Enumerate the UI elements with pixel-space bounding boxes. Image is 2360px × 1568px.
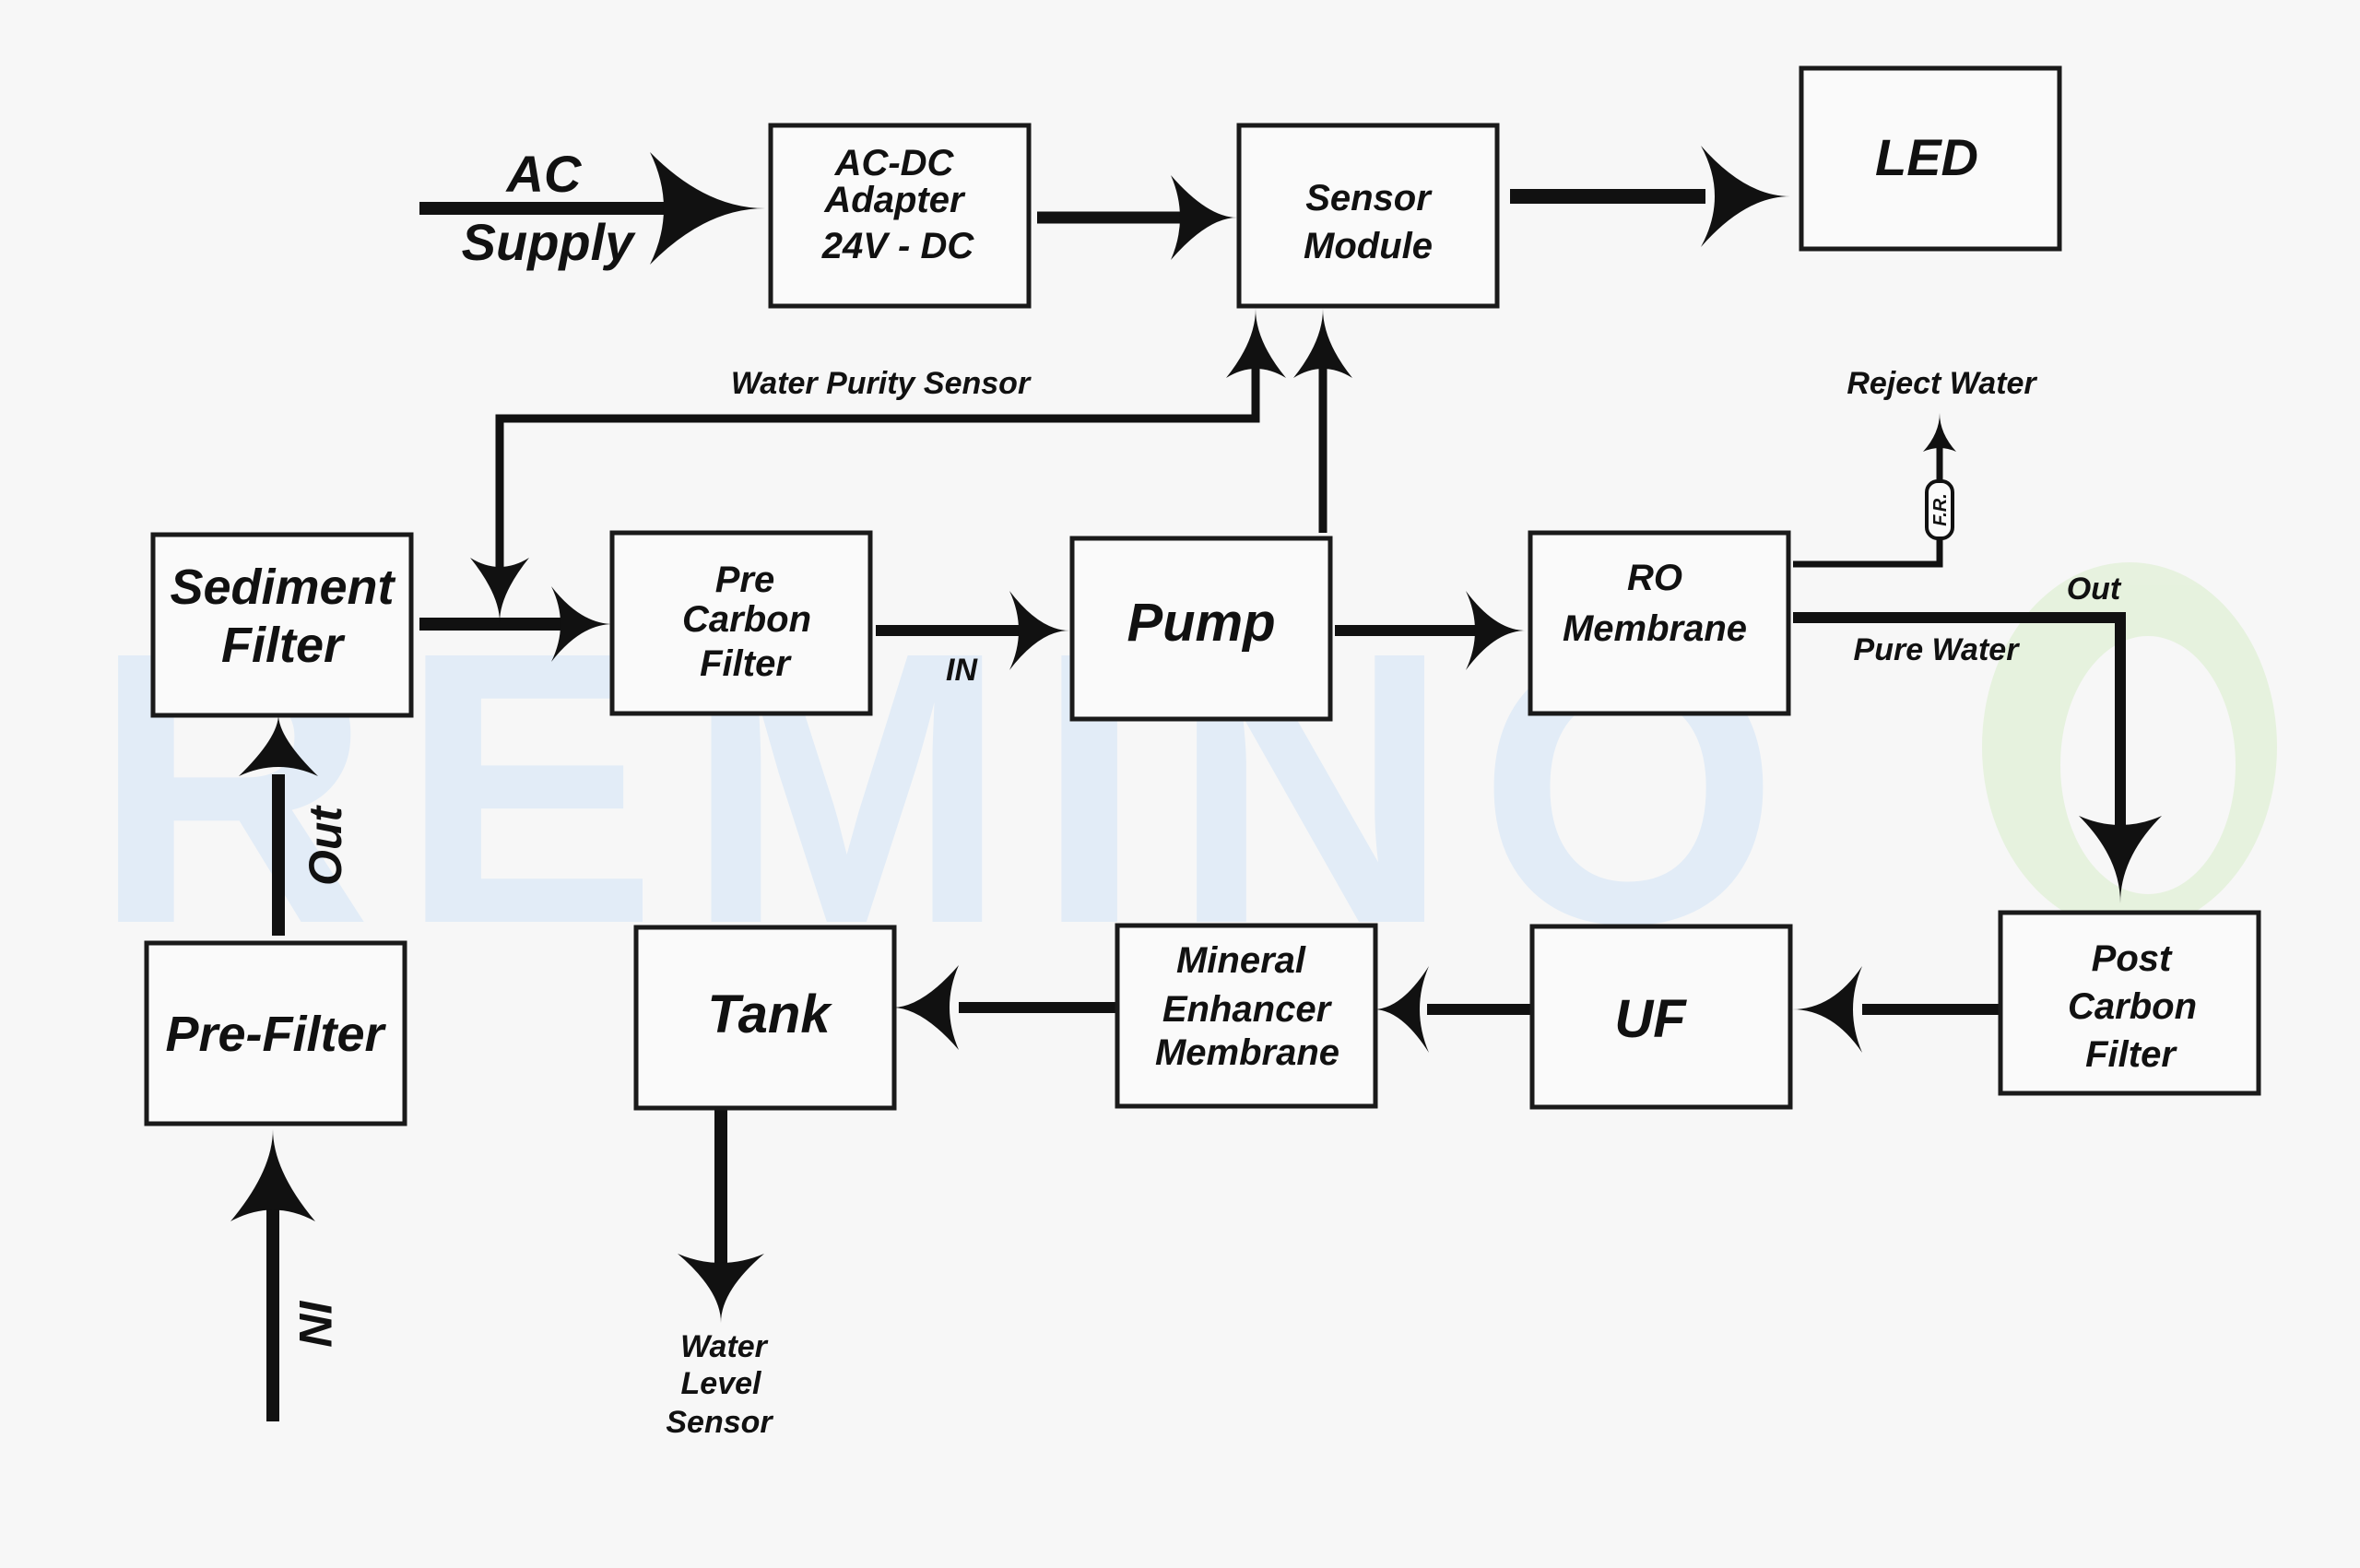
arrowhead-up-icon — [239, 714, 318, 776]
block-label: Sediment — [170, 560, 395, 615]
block-label: Module — [1304, 226, 1433, 266]
block-label: Filter — [700, 643, 792, 684]
pump-in-label: IN — [946, 653, 978, 688]
block-label: Pre-Filter — [165, 1007, 386, 1062]
block-pre-filter: Pre-Filter — [144, 940, 407, 1126]
arrowhead-down-icon — [2079, 816, 2162, 903]
block-label: AC-DC — [834, 143, 955, 183]
block-label: Pre — [715, 560, 775, 600]
supply-label: Supply — [462, 213, 637, 271]
flow-restrictor: F.R. — [1925, 479, 1954, 540]
block-label: Adapter — [823, 180, 966, 220]
block-label: Filter — [2085, 1034, 2177, 1075]
connector-lines — [266, 189, 2126, 1421]
block-label: 24V - DC — [821, 226, 975, 266]
arrowhead-right-icon — [1701, 146, 1790, 247]
arrowhead-down-icon — [678, 1254, 764, 1323]
block-uf: UF — [1529, 924, 1793, 1110]
arrowhead-right-icon — [1171, 175, 1237, 260]
prefilter-out-label: Out — [300, 805, 351, 886]
flow-labels: AC Supply Water Purity Sensor Reject Wat… — [289, 145, 2122, 1440]
pure-water-label: Pure Water — [1854, 632, 2021, 667]
block-pump: Pump — [1069, 536, 1333, 722]
arrowhead-up-icon — [1293, 309, 1352, 378]
arrowhead-up-icon — [1226, 309, 1286, 378]
block-label: UF — [1614, 989, 1687, 1049]
block-mineral-enhancer-membrane: Mineral Enhancer Membrane — [1115, 923, 1378, 1109]
arrowhead-down-icon — [470, 558, 529, 622]
watermark: REMINO — [92, 562, 2277, 1005]
reject-water-line — [1793, 444, 1943, 568]
block-ac-dc-adapter: AC-DC Adapter 24V - DC — [768, 123, 1032, 309]
arrowhead-up-icon — [1923, 413, 1956, 452]
water-purity-sensor-line — [495, 364, 1260, 572]
block-post-carbon-filter: Post Carbon Filter — [1998, 910, 2261, 1096]
arrowhead-left-icon — [892, 965, 959, 1050]
block-label: Enhancer — [1162, 989, 1333, 1030]
block-sediment-filter: Sediment Filter — [150, 532, 414, 718]
ro-out-label: Out — [2067, 572, 2122, 607]
block-label: Mineral — [1176, 940, 1306, 981]
block-label: Membrane — [1155, 1032, 1339, 1073]
block-label: RO — [1627, 558, 1682, 598]
reject-water-label: Reject Water — [1847, 366, 2037, 401]
block-label: Filter — [221, 618, 346, 673]
block-pre-carbon-filter: Pre Carbon Filter — [609, 530, 873, 716]
arrowhead-up-icon — [230, 1129, 315, 1221]
pure-water-line — [1793, 612, 2126, 830]
arrowhead-left-icon — [1374, 966, 1429, 1053]
block-tank: Tank — [633, 925, 897, 1111]
arrowhead-left-icon — [1792, 966, 1862, 1053]
ac-label: AC — [505, 145, 583, 203]
arrowhead-right-icon — [551, 586, 613, 662]
block-ro-membrane: RO Membrane — [1528, 530, 1791, 716]
arrowhead-right-icon — [1009, 591, 1069, 670]
arrowheads — [230, 146, 2162, 1323]
block-label: Sensor — [1305, 178, 1433, 218]
arrowhead-right-icon — [650, 152, 765, 265]
block-label: Pump — [1127, 593, 1275, 653]
flow-restrictor-label: F.R. — [1930, 493, 1951, 526]
block-led: LED — [1799, 65, 2062, 252]
block-label: Carbon — [2068, 986, 2197, 1027]
block-label: Carbon — [682, 599, 811, 640]
block-label: Post — [2092, 938, 2173, 979]
water-level-sensor-label: Level — [681, 1366, 762, 1401]
block-sensor-module: Sensor Module — [1236, 123, 1500, 309]
water-purity-sensor-label: Water Purity Sensor — [731, 366, 1032, 401]
prefilter-in-label: IN — [289, 1300, 341, 1347]
water-level-sensor-label: Sensor — [666, 1405, 773, 1440]
block-label: Membrane — [1563, 608, 1747, 649]
block-label: Tank — [707, 984, 832, 1044]
block-label: LED — [1875, 128, 1978, 186]
arrowhead-right-icon — [1466, 591, 1526, 670]
water-level-sensor-label: Water — [680, 1329, 769, 1364]
